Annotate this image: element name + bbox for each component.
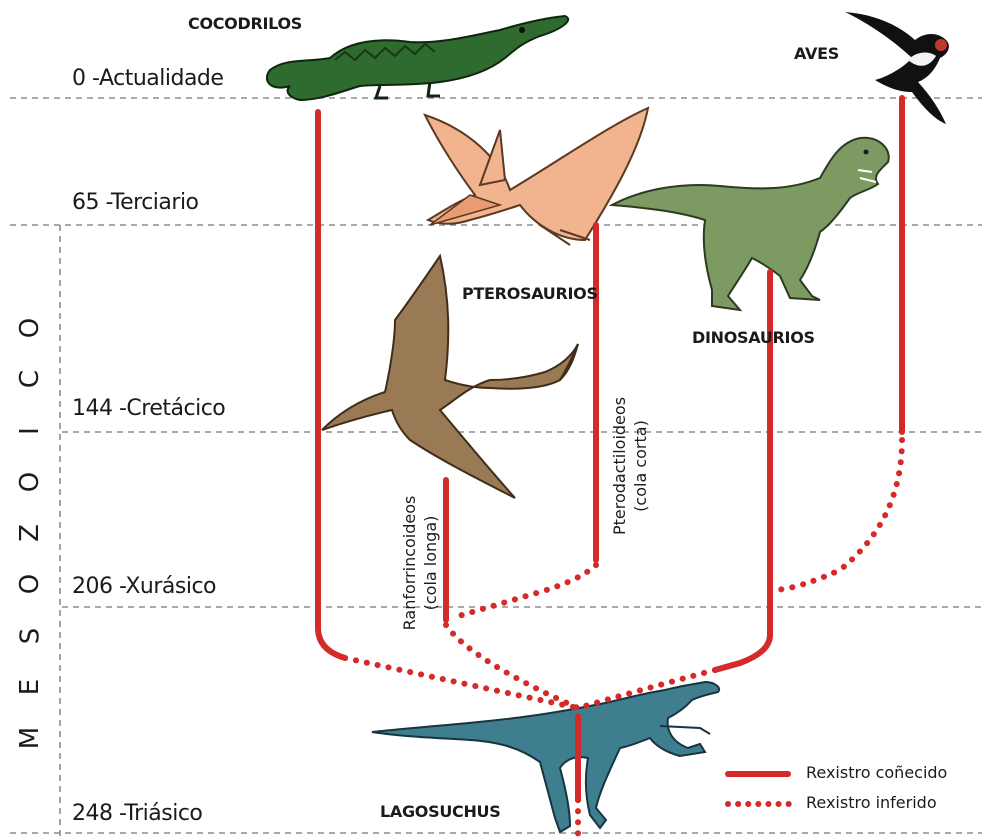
- pterodactiloideos-name: Pterodactiloideos: [609, 381, 630, 551]
- time-label-xurasico: 206 -Xurásico: [72, 574, 216, 599]
- pterosaur-illustration: [425, 108, 648, 245]
- era-letter: O: [15, 472, 45, 492]
- ranforrincoideos-note: (cola longa): [420, 478, 441, 648]
- time-label-terciario: 65 -Terciario: [72, 190, 199, 215]
- era-letter: Z: [15, 524, 45, 542]
- era-letter: E: [15, 679, 45, 695]
- pterodactiloideos-note: (cola corta): [630, 381, 651, 551]
- dinosaur-illustration: [612, 138, 889, 310]
- era-letter: S: [15, 627, 45, 644]
- bird-illustration: [845, 12, 949, 124]
- group-label-lagosuchus: LAGOSUCHUS: [380, 802, 500, 821]
- group-label-dinosaurios: DINOSAURIOS: [692, 328, 815, 347]
- group-label-cocodrilos: COCODRILOS: [188, 14, 302, 33]
- group-label-aves: AVES: [794, 44, 839, 63]
- time-label-cretacico: 144 -Cretácico: [72, 396, 225, 421]
- legend-inferred-label: Rexistro inferido: [806, 793, 937, 812]
- crocodile-inferred: [345, 658, 578, 708]
- ranforrincoideos-name: Ranforrincoideos: [399, 478, 420, 648]
- crocodile-lineage: [318, 112, 345, 658]
- era-letter: O: [15, 574, 45, 594]
- time-label-triasico: 248 -Triásico: [72, 801, 202, 826]
- era-letter: O: [15, 318, 45, 338]
- crocodile-illustration: [267, 16, 568, 100]
- subgroup-label-ranforrincoideos: Ranforrincoideos (cola longa): [399, 478, 443, 648]
- rhamphorhynchoid-inferred: [446, 625, 578, 708]
- legend-swatches: [728, 774, 790, 804]
- pterodactyloid-inferred: [452, 565, 596, 618]
- era-letter: C: [15, 370, 45, 388]
- era-letter: I: [15, 427, 45, 435]
- era-label: O C I O Z O S E M: [8, 313, 52, 753]
- group-label-pterosaurios: PTEROSAURIOS: [462, 284, 598, 303]
- bird-inferred: [776, 440, 902, 590]
- legend-known-label: Rexistro coñecido: [806, 763, 947, 782]
- subgroup-label-pterodactiloideos: Pterodactiloideos (cola corta): [609, 381, 653, 551]
- time-label-actualidade: 0 -Actualidade: [72, 66, 223, 91]
- era-letter: M: [15, 727, 45, 749]
